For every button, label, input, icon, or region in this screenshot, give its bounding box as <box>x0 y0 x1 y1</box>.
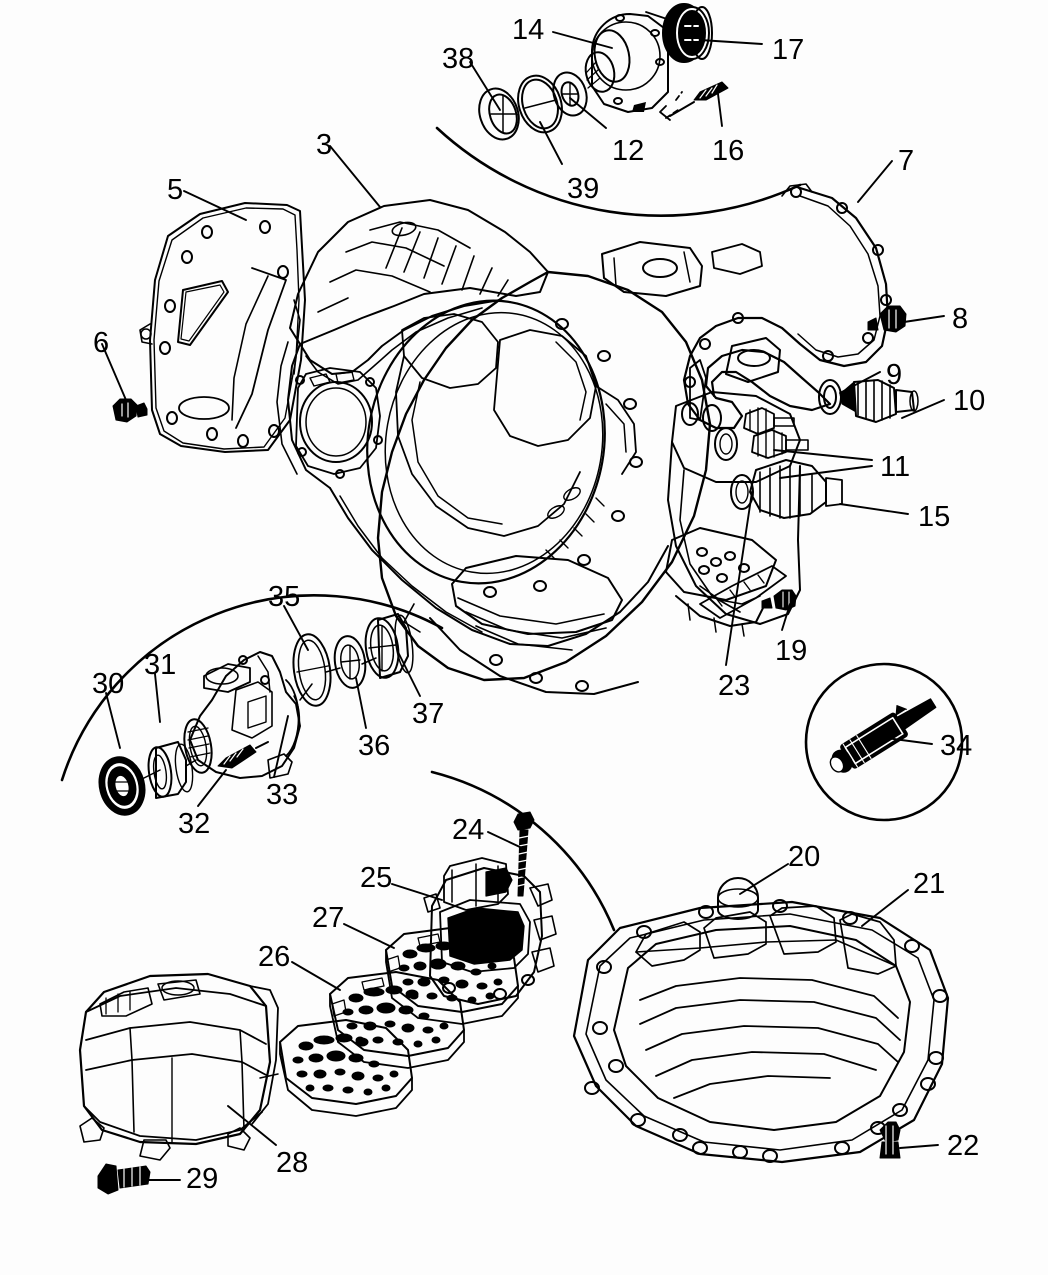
callout-38: 38 <box>442 43 475 75</box>
cover-bolt-6 <box>112 398 148 423</box>
solenoid-valve-detail-34 <box>829 698 937 773</box>
callout-37: 37 <box>412 698 445 730</box>
callout-10: 10 <box>953 385 986 417</box>
callout-20: 20 <box>788 841 821 873</box>
oil-pan-21 <box>572 899 950 1164</box>
callout-11: 11 <box>880 451 911 483</box>
filter-screw-29 <box>97 1163 151 1195</box>
thrust-bearing-36 <box>333 635 367 689</box>
oil-seal-ring-outer-38 <box>478 87 520 141</box>
governor-shaft-pin-32 <box>217 741 269 769</box>
callout-5: 5 <box>167 174 184 206</box>
callout-33: 33 <box>266 779 299 811</box>
callout-3: 3 <box>316 129 333 161</box>
bushing-31 <box>147 741 194 799</box>
callout-16: 16 <box>712 135 745 167</box>
callout-15: 15 <box>918 501 951 533</box>
front-pump-bore <box>295 367 383 479</box>
callout-26: 26 <box>258 941 291 973</box>
extension-housing-group <box>478 3 729 141</box>
callout-24: 24 <box>452 814 485 846</box>
callout-35: 35 <box>268 581 301 613</box>
transmission-case-3 <box>276 199 712 695</box>
output-shaft-seal-17 <box>662 3 713 63</box>
callout-23: 23 <box>718 670 751 702</box>
case-mount-lugs <box>601 241 781 421</box>
drain-plug-22 <box>879 1121 901 1159</box>
callout-34: 34 <box>940 730 973 762</box>
callout-9: 9 <box>886 359 903 391</box>
callout-14: 14 <box>512 14 545 46</box>
callout-25: 25 <box>360 862 393 894</box>
separator-plate-inner <box>279 1019 413 1117</box>
oil-seal-30 <box>98 756 146 816</box>
separator-plate-lower-26 <box>329 971 465 1069</box>
callout-17: 17 <box>772 34 805 66</box>
retaining-bolt-16 <box>669 81 729 117</box>
callout-27: 27 <box>312 902 345 934</box>
valve-body-assembly-23 <box>665 391 843 637</box>
callout-19: 19 <box>775 635 808 667</box>
callout-29: 29 <box>186 1163 219 1195</box>
callout-8: 8 <box>952 303 969 335</box>
callout-21: 21 <box>913 868 946 900</box>
callout-36: 36 <box>358 730 391 762</box>
callout-28: 28 <box>276 1147 309 1179</box>
governor-detail-group <box>98 613 414 816</box>
pressure-switch-10 <box>839 379 919 423</box>
hex-bolt-8 <box>867 305 907 333</box>
callout-31: 31 <box>144 649 177 681</box>
extension-housing-14 <box>584 11 681 113</box>
callout-7: 7 <box>898 145 915 177</box>
oil-filter-28 <box>78 972 279 1161</box>
callout-12: 12 <box>612 135 645 167</box>
callout-22: 22 <box>947 1130 980 1162</box>
thrust-washer-12 <box>552 71 588 117</box>
leader-lines <box>101 31 945 1181</box>
o-ring-large-35 <box>292 633 332 707</box>
callout-32: 32 <box>178 808 211 840</box>
seal-ring-39 <box>517 74 563 134</box>
callout-30: 30 <box>92 668 125 700</box>
governor-housing-33 <box>183 651 301 779</box>
valve-body-bolt-19 <box>761 589 797 611</box>
detail-circle-arcs <box>60 126 964 932</box>
callout-39: 39 <box>567 173 600 205</box>
callout-6: 6 <box>93 327 110 359</box>
case-cover-gasket-5 <box>139 202 306 453</box>
